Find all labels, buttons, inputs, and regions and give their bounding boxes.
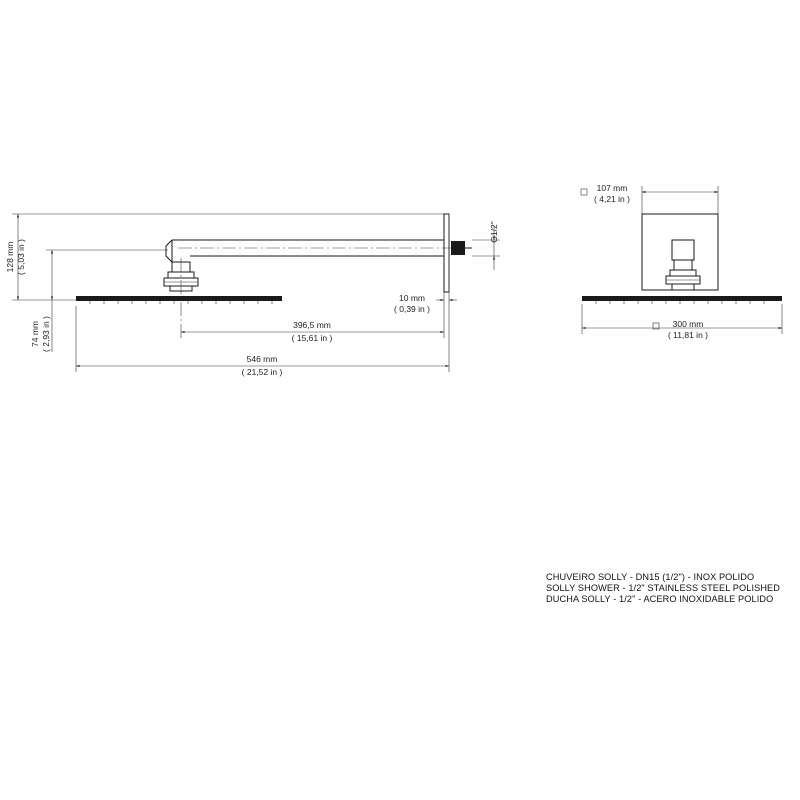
shower-head-front [582,296,782,304]
wall-plate [443,213,450,300]
side-view: 128 mm ( 5,03 in ) 74 mm ( 2,93 in ) G1/… [5,213,500,377]
dim-head-height-label: 74 mm ( 2,93 in ) [30,316,51,352]
front-arm-end [671,239,695,261]
thread-connector [451,241,472,255]
dim-total-length: 546 mm [247,354,278,364]
title-line-en: SOLLY SHOWER - 1/2" STAINLESS STEEL POLI… [546,583,781,593]
dim-height-total: 128 mm [5,242,15,273]
dim-plate-width-in: ( 4,21 in ) [594,194,630,204]
dim-head-width-in: ( 11,81 in ) [668,330,708,340]
shower-head-side [76,296,282,304]
dim-plate-width: 107 mm [597,183,628,193]
dim-height-total-in: ( 5,03 in ) [16,239,26,275]
front-swivel [665,259,701,291]
dim-thread: G1/2" [489,221,499,242]
dim-head-height: 74 mm [30,321,40,347]
front-view: 107 mm ( 4,21 in ) 300 mm ( 11,81 in ) [580,183,783,340]
dim-arm-length-in: ( 15,61 in ) [292,333,333,343]
dim-arm-length: 396,5 mm [293,320,331,330]
dim-height-total-label: 128 mm ( 5,03 in ) [5,239,26,275]
title-line-pt: CHUVEIRO SOLLY - DN15 (1/2") - INOX POLI… [546,572,755,582]
title-block: CHUVEIRO SOLLY - DN15 (1/2") - INOX POLI… [546,572,780,605]
swivel-joint [163,258,199,330]
square-symbol-icon [652,322,660,330]
dim-head-width: 300 mm [673,319,704,329]
dim-total-length-in: ( 21,52 in ) [242,367,283,377]
title-line-es: DUCHA SOLLY - 1/2" - ACERO INOXIDABLE PO… [546,594,774,604]
dim-head-height-in: ( 2,93 in ) [41,316,51,352]
shower-arm [165,239,466,263]
square-symbol-icon [580,188,588,196]
dim-wall-gap: 10 mm [399,293,425,303]
dim-wall-gap-in: ( 0,39 in ) [394,304,430,314]
front-wall-plate [641,213,719,291]
